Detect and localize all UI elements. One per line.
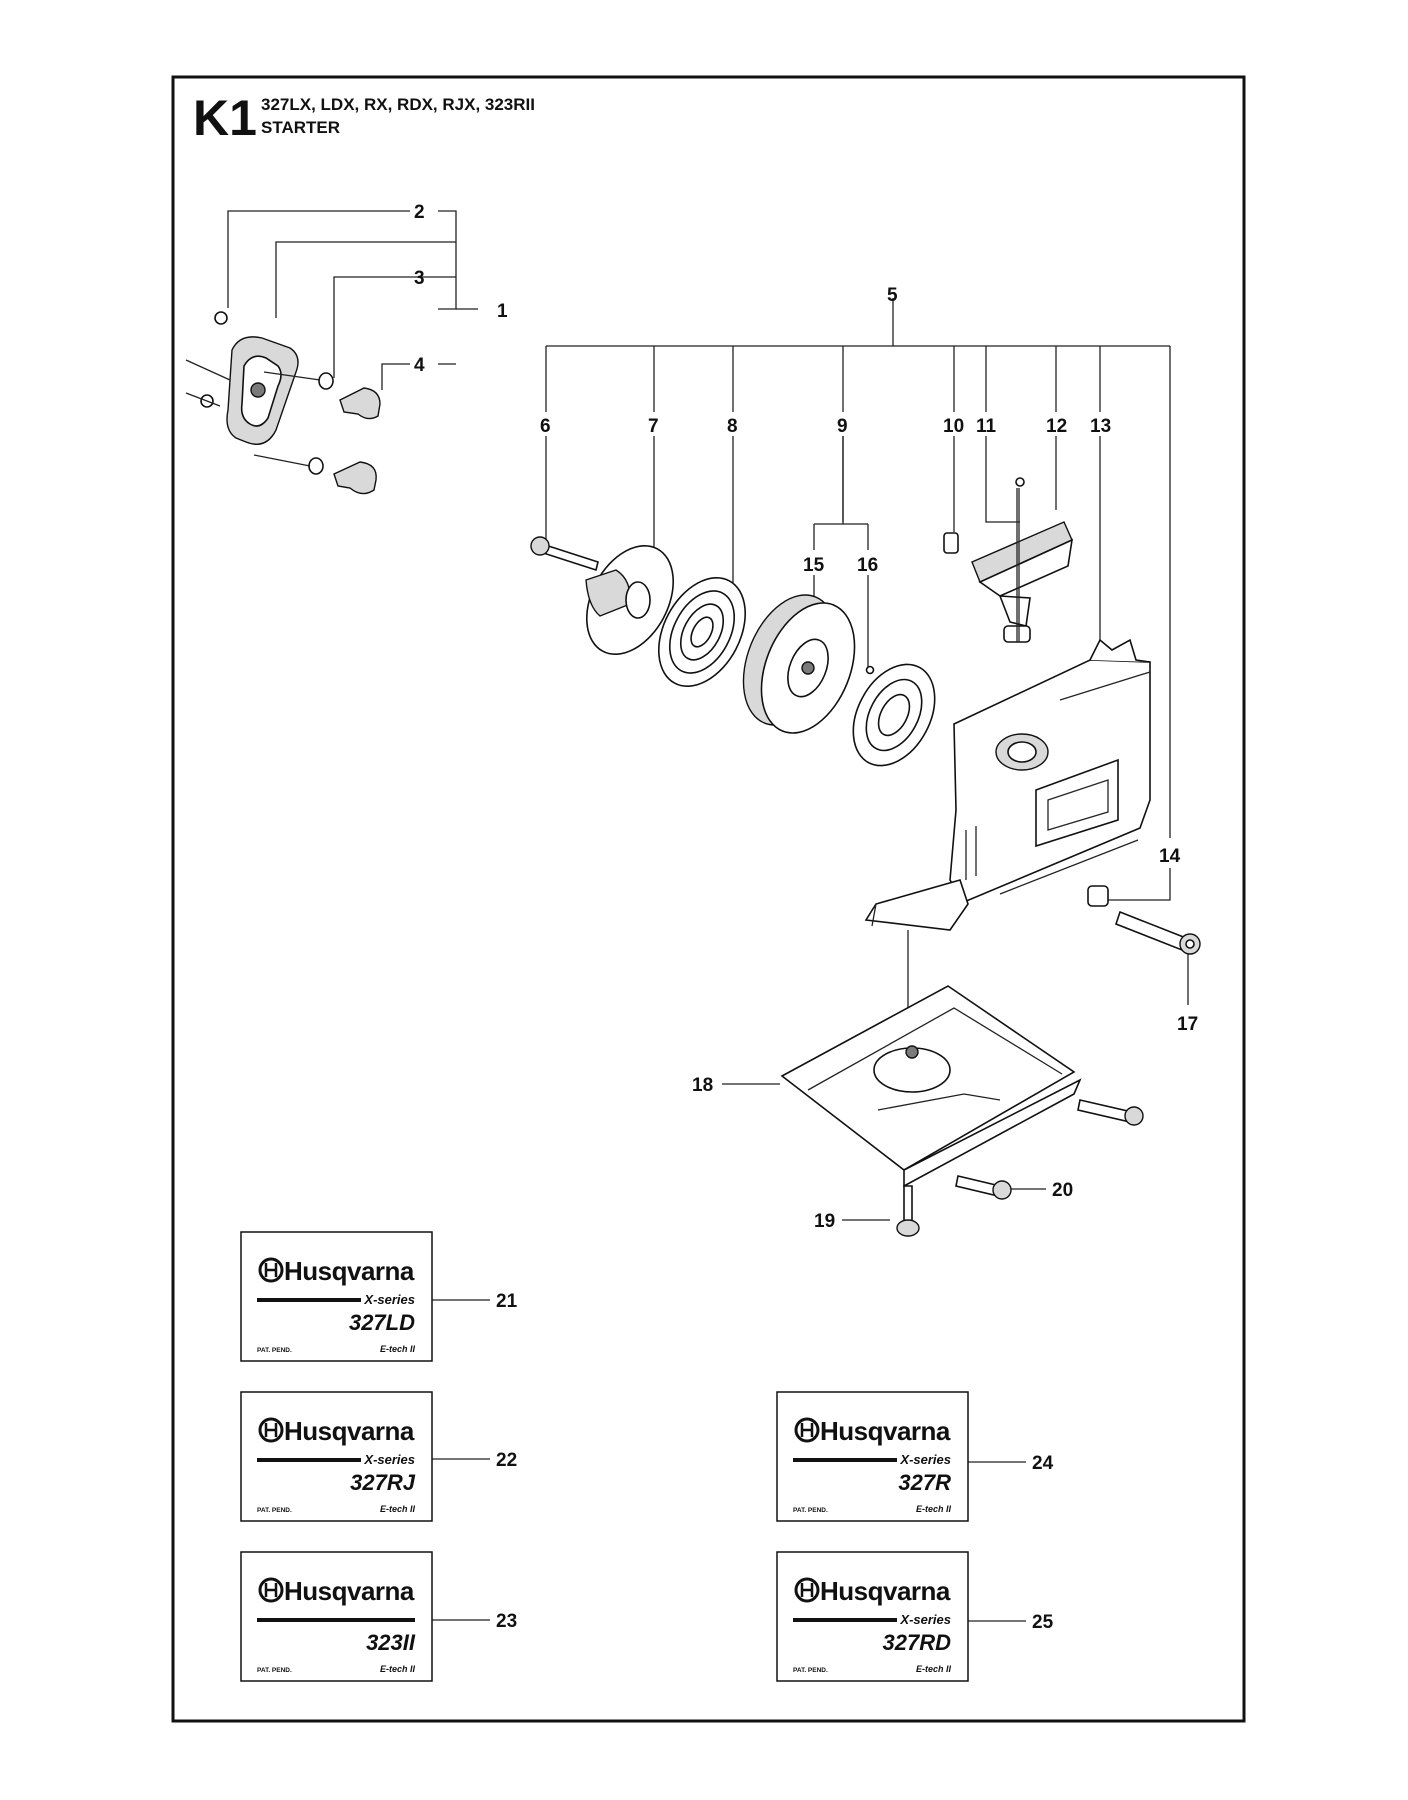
svg-text:PAT. PEND.: PAT. PEND. <box>793 1667 828 1674</box>
svg-text:327RD: 327RD <box>883 1630 952 1655</box>
svg-text:327LD: 327LD <box>349 1310 415 1335</box>
callout-12: 12 <box>1046 416 1067 437</box>
callout-7: 7 <box>648 416 659 437</box>
callout-9: 9 <box>837 416 848 437</box>
callout-8: 8 <box>727 416 738 437</box>
rope-11 <box>1015 477 1025 642</box>
svg-text:X-series: X-series <box>363 1292 415 1307</box>
svg-text:E-tech II: E-tech II <box>380 1664 416 1674</box>
svg-text:Husqvarna: Husqvarna <box>284 1576 415 1606</box>
svg-text:Husqvarna: Husqvarna <box>820 1576 951 1606</box>
bushing-14 <box>1087 885 1109 907</box>
svg-text:X-series: X-series <box>363 1452 415 1467</box>
husqvarna-logo-icon <box>258 1417 284 1443</box>
svg-text:327R: 327R <box>898 1470 951 1495</box>
screw-17 <box>1115 910 1201 955</box>
decal-21: Husqvarna X-series 327LD PAT. PEND. E-te… <box>240 1231 433 1362</box>
page-frame <box>171 75 1246 1723</box>
decal-24: Husqvarna X-series 327R PAT. PEND. E-tec… <box>776 1391 969 1522</box>
callout-15: 15 <box>803 555 825 576</box>
decal-22: Husqvarna X-series 327RJ PAT. PEND. E-te… <box>240 1391 433 1522</box>
starter-cover-13 <box>864 638 1151 931</box>
pawl-assembly <box>185 311 381 495</box>
svg-text:PAT. PEND.: PAT. PEND. <box>257 1507 292 1514</box>
plate-18 <box>780 985 1082 1188</box>
svg-text:E-tech II: E-tech II <box>380 1504 416 1514</box>
callout-25: 25 <box>1032 1612 1054 1633</box>
svg-text:Husqvarna: Husqvarna <box>820 1416 951 1446</box>
callout-3: 3 <box>414 268 425 289</box>
svg-text:Husqvarna: Husqvarna <box>284 1256 415 1286</box>
callout-2: 2 <box>414 202 425 223</box>
svg-text:X-series: X-series <box>899 1612 951 1627</box>
callout-24: 24 <box>1032 1453 1054 1474</box>
reel-15 <box>742 594 856 734</box>
handle-12 <box>971 521 1074 643</box>
husqvarna-logo-icon <box>258 1577 284 1603</box>
callout-21: 21 <box>496 1291 518 1312</box>
callout-23: 23 <box>496 1611 517 1632</box>
callout-16: 16 <box>857 555 878 576</box>
section-title: STARTER <box>261 118 340 137</box>
decal-25: Husqvarna X-series 327RD PAT. PEND. E-te… <box>776 1551 969 1682</box>
svg-text:PAT. PEND.: PAT. PEND. <box>793 1507 828 1514</box>
callout-18: 18 <box>692 1075 713 1096</box>
callout-1: 1 <box>497 301 508 322</box>
callout-14: 14 <box>1159 846 1181 867</box>
section-code: K1 <box>193 90 257 146</box>
callout-11: 11 <box>976 416 997 437</box>
callout-numbers: 1 2 3 4 5 6 7 8 9 10 11 12 13 14 15 16 1… <box>414 202 1198 1633</box>
model-list: 327LX, LDX, RX, RDX, RJX, 323RII <box>261 95 535 114</box>
callout-10: 10 <box>943 416 964 437</box>
screw-19 <box>896 1185 920 1237</box>
decal-23: Husqvarna 323II PAT. PEND. E-tech II <box>240 1551 433 1682</box>
callout-5: 5 <box>887 285 898 306</box>
spring-8 <box>657 576 747 688</box>
svg-text:PAT. PEND.: PAT. PEND. <box>257 1667 292 1674</box>
callout-17: 17 <box>1177 1014 1198 1035</box>
svg-text:E-tech II: E-tech II <box>916 1504 952 1514</box>
svg-text:Husqvarna: Husqvarna <box>284 1416 415 1446</box>
svg-text:327RJ: 327RJ <box>350 1470 416 1495</box>
screw-6 <box>530 536 599 572</box>
bushing-10 <box>943 532 959 554</box>
husqvarna-logo-icon <box>794 1577 820 1603</box>
pulley-7 <box>585 544 675 656</box>
svg-text:323II: 323II <box>366 1630 416 1655</box>
svg-text:X-series: X-series <box>899 1452 951 1467</box>
callout-22: 22 <box>496 1450 517 1471</box>
screw-20 <box>955 1099 1144 1200</box>
svg-text:PAT. PEND.: PAT. PEND. <box>257 1347 292 1354</box>
callout-20: 20 <box>1052 1180 1073 1201</box>
callout-4: 4 <box>414 355 425 376</box>
svg-text:E-tech II: E-tech II <box>380 1344 416 1354</box>
callout-6: 6 <box>540 416 551 437</box>
callout-19: 19 <box>814 1211 835 1232</box>
leader-lines <box>227 210 1189 1622</box>
spring-16 <box>852 663 936 767</box>
callout-13: 13 <box>1090 416 1111 437</box>
husqvarna-logo-icon <box>258 1257 284 1283</box>
svg-text:E-tech II: E-tech II <box>916 1664 952 1674</box>
husqvarna-logo-icon <box>794 1417 820 1443</box>
